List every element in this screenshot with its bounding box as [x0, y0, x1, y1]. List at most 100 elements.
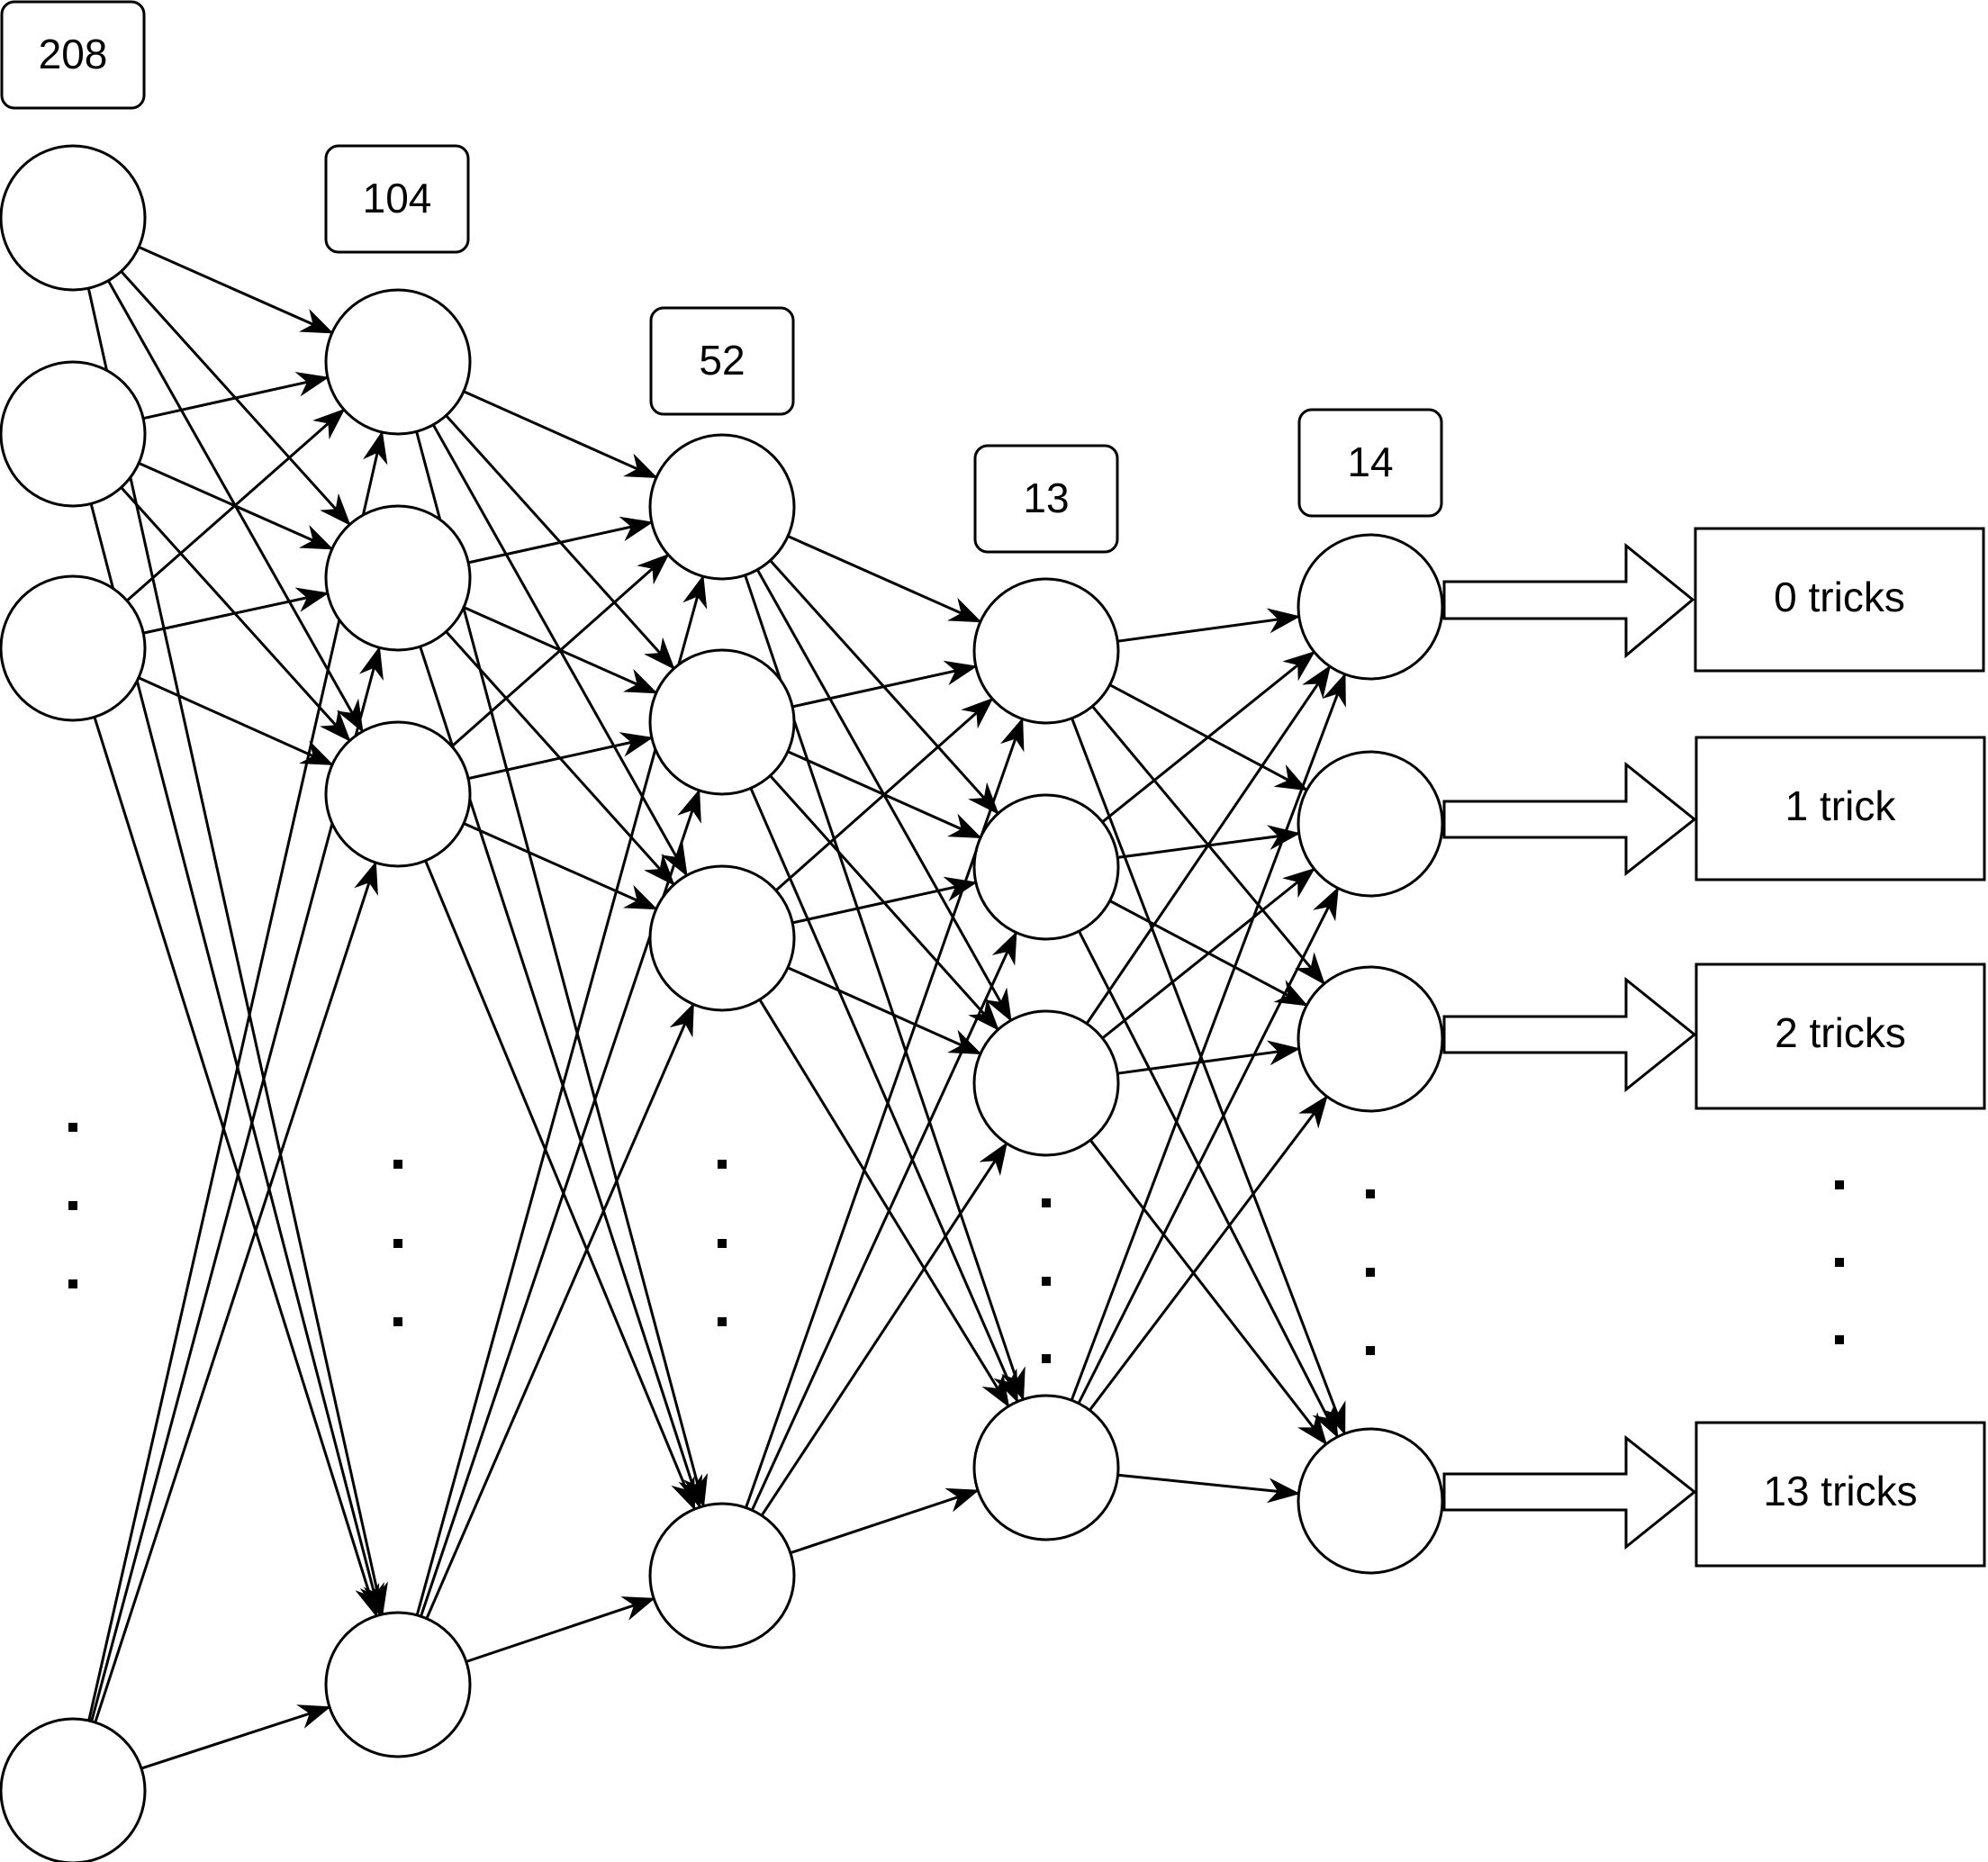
connection-edge — [1077, 886, 1340, 1405]
ellipsis-dot — [1835, 1335, 1844, 1344]
output-arrow-0 — [1442, 542, 1695, 659]
ellipsis-dot — [1042, 1277, 1051, 1286]
neuron-l3-n2 — [972, 1009, 1120, 1157]
output-label-1: 1 trick — [1785, 782, 1897, 829]
neuron-l4-n3 — [1297, 1427, 1444, 1575]
connection-edge — [140, 1704, 331, 1770]
connection-edge — [790, 1487, 980, 1555]
connection-edge — [760, 1142, 1008, 1517]
neuron-l0-n1 — [0, 360, 147, 508]
output-label-0: 0 tricks — [1774, 574, 1905, 620]
connection-edge — [93, 716, 380, 1618]
ellipsis-dot — [718, 1160, 727, 1169]
connection-edge — [126, 408, 346, 602]
connection-edge — [142, 372, 330, 420]
ellipsis-dot — [1366, 1189, 1375, 1198]
output-class-13: 13 tricks — [1442, 1421, 1986, 1568]
layer-count-hidden-1: 104 — [363, 175, 432, 221]
neuron-l4-n2 — [1297, 965, 1444, 1113]
connection-edge — [750, 931, 1018, 1511]
neurons — [0, 144, 1444, 1862]
ellipsis-dot — [1835, 1180, 1844, 1189]
ellipsis-dot — [68, 1123, 77, 1132]
connection-edge — [425, 1002, 695, 1620]
connection-edge — [424, 860, 696, 1511]
output-arrow-1 — [1442, 761, 1697, 877]
output-class-1: 1 trick — [1442, 736, 1986, 881]
ellipsis-dot — [68, 1279, 77, 1288]
neuron-l1-n0 — [324, 288, 472, 436]
layer-count-input: 208 — [39, 31, 108, 77]
connection-edge — [86, 287, 388, 1616]
connection-edge — [94, 861, 378, 1723]
connection-edge — [1085, 664, 1332, 1025]
connection-edge — [467, 516, 654, 565]
ellipsis-dot — [68, 1201, 77, 1210]
neuron-l3-n3 — [972, 1394, 1120, 1541]
ellipsis-dot — [393, 1239, 402, 1248]
ellipsis-dot — [1366, 1268, 1375, 1277]
connection-edge — [138, 246, 334, 334]
layer-label-hidden-3: 13 — [973, 444, 1119, 554]
connection-edge — [463, 390, 658, 479]
ellipsis-dot — [393, 1317, 402, 1326]
connection-edge — [1117, 1040, 1301, 1075]
neuron-l4-n1 — [1297, 750, 1444, 898]
neuron-l3-n0 — [972, 577, 1120, 725]
connection-edge — [1071, 718, 1346, 1435]
layer-count-output: 14 — [1347, 438, 1393, 485]
connection-edge — [791, 660, 978, 709]
neuron-l4-n0 — [1297, 533, 1444, 681]
connection-edge — [1117, 1473, 1301, 1504]
connection-edge — [87, 430, 388, 1722]
output-arrow-2 — [1442, 976, 1697, 1093]
connection-edge — [1101, 650, 1316, 824]
connection-edge — [1089, 1139, 1328, 1446]
connection-edge — [89, 503, 384, 1617]
connection-edge — [787, 535, 982, 623]
output-class-2: 2 tricks — [1442, 963, 1986, 1110]
connection-edge — [1101, 867, 1315, 1040]
connection-edge — [138, 676, 334, 766]
neuron-l1-n3 — [324, 1611, 472, 1758]
connection-edge — [142, 587, 330, 635]
neuron-l2-n3 — [648, 1502, 796, 1650]
connection-edge — [465, 1596, 655, 1663]
connection-edge — [1078, 930, 1339, 1439]
ellipsis-dot — [1042, 1198, 1051, 1207]
neuron-l0-n2 — [0, 574, 147, 722]
connection-edge — [774, 697, 994, 892]
neuron-l1-n2 — [324, 720, 472, 868]
neuron-l0-n3 — [0, 1717, 147, 1862]
output-label-2: 2 tricks — [1775, 1009, 1906, 1056]
connection-edge — [463, 822, 658, 910]
connection-edge — [1089, 1095, 1328, 1412]
layer-label-output: 14 — [1297, 408, 1443, 518]
connection-edge — [1070, 673, 1347, 1401]
neuron-l2-n1 — [648, 648, 796, 796]
output-class-0: 0 tricks — [1442, 527, 1985, 673]
neuron-l1-n1 — [324, 504, 472, 652]
connection-edge — [450, 553, 670, 748]
output-arrow-13 — [1442, 1434, 1697, 1550]
ellipsis-dot — [718, 1239, 727, 1248]
ellipsis-dot — [1366, 1346, 1375, 1355]
connection-edge — [1117, 608, 1301, 643]
ellipsis-dot — [718, 1317, 727, 1326]
ellipsis-dot — [393, 1160, 402, 1169]
layer-label-input: 208 — [0, 0, 146, 110]
layer-count-hidden-3: 13 — [1023, 475, 1069, 521]
connection-edge — [758, 999, 1010, 1408]
neuron-l3-n1 — [972, 793, 1120, 941]
connection-edge — [749, 787, 1019, 1404]
layer-label-hidden-1: 104 — [324, 144, 470, 254]
neuron-l2-n0 — [648, 433, 796, 581]
connection-edge — [791, 876, 978, 925]
connection-edge — [467, 732, 654, 781]
layer-count-hidden-2: 52 — [699, 337, 745, 384]
output-label-13: 13 tricks — [1763, 1468, 1917, 1514]
connection-edge — [787, 966, 982, 1055]
ellipsis-dots — [68, 1123, 1844, 1363]
neuron-l2-n2 — [648, 864, 796, 1012]
